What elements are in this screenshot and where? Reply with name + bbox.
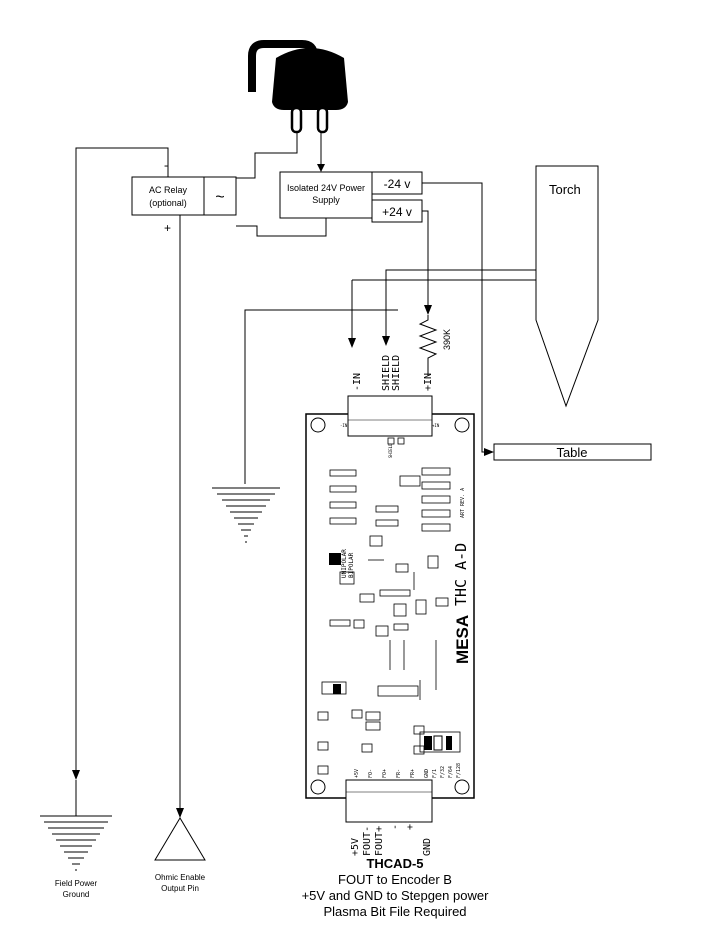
pad-5v: +5V (354, 769, 360, 778)
psu-pos-label: +24 v (382, 205, 412, 219)
torch: Torch (535, 165, 599, 408)
thcad-board: -IN +IN SHIELD (305, 395, 475, 823)
svg-text:+IN: +IN (432, 423, 440, 428)
terminal-shield-1: SHIELD (381, 355, 392, 391)
freq-f128: F/128 (456, 763, 462, 778)
ac-relay: AC Relay (optional) ~ - + (131, 158, 237, 235)
board-bipolar-label: BIPOLAR (348, 552, 355, 578)
field-ground-icon (40, 780, 112, 871)
terminal-minus: - (390, 824, 401, 830)
bottom-terminal-labels: +5V FOUT- FOUT+ - + GND (350, 824, 433, 856)
terminal-fout-plus: FOUT+ (374, 826, 385, 856)
caption-line3: Plasma Bit File Required (323, 904, 466, 919)
psu-line2: Supply (312, 195, 340, 205)
pad-fr-plus: FR+ (410, 769, 416, 778)
power-supply: Isolated 24V Power Supply -24 v +24 v (279, 171, 423, 223)
resistor: 390K (418, 315, 452, 376)
relay-minus-label: - (164, 158, 168, 172)
ohmic-line1: Ohmic Enable (155, 873, 206, 882)
pad-fo-minus: FO- (368, 769, 374, 778)
board-rev: ART REV. A (460, 488, 466, 518)
psu-line1: Isolated 24V Power (287, 183, 365, 193)
relay-title: AC Relay (149, 185, 188, 195)
caption-line2: +5V and GND to Stepgen power (302, 888, 489, 903)
terminal-fout-minus: FOUT- (362, 826, 373, 856)
relay-plus-label: + (164, 221, 171, 235)
ac-plug-icon (248, 40, 348, 134)
ohmic-line2: Output Pin (161, 884, 199, 893)
relay-ac-symbol: ~ (215, 189, 224, 206)
svg-text:-IN: -IN (340, 423, 348, 428)
psu-neg-label: -24 v (384, 177, 411, 191)
top-terminal-labels: -IN SHIELD SHIELD +IN (352, 355, 434, 391)
ohmic-output-icon (154, 817, 206, 861)
terminal-plus: + (405, 824, 416, 830)
relay-subtitle: (optional) (149, 198, 187, 208)
torch-label: Torch (549, 182, 581, 197)
board-unipolar-label: UNIPOLAR (341, 549, 348, 578)
shield-ground-icon (212, 487, 280, 543)
field-ground-line1: Field Power (55, 879, 98, 888)
pad-gnd: GND (424, 769, 430, 778)
terminal-5v: +5V (350, 838, 361, 856)
field-ground-line2: Ground (63, 890, 90, 899)
freq-f32: F/32 (440, 766, 446, 778)
pad-fo-plus: FO+ (382, 769, 388, 778)
caption-line1: FOUT to Encoder B (338, 872, 452, 887)
terminal-minus-in: -IN (352, 373, 363, 391)
caption-title: THCAD-5 (366, 856, 423, 871)
board-brand: MESA (453, 615, 472, 664)
freq-f64: F/64 (448, 766, 454, 778)
resistor-value: 390K (442, 329, 452, 350)
table: Table (493, 443, 652, 461)
terminal-gnd: GND (422, 838, 433, 856)
table-label: Table (556, 445, 587, 460)
pad-fr-minus: FR- (396, 769, 402, 778)
terminal-shield-2: SHIELD (391, 355, 402, 391)
freq-f1: F/1 (432, 769, 438, 778)
svg-text:SHIELD: SHIELD (388, 443, 393, 458)
terminal-plus-in: +IN (423, 373, 434, 391)
board-name: THC A-D (452, 543, 470, 606)
